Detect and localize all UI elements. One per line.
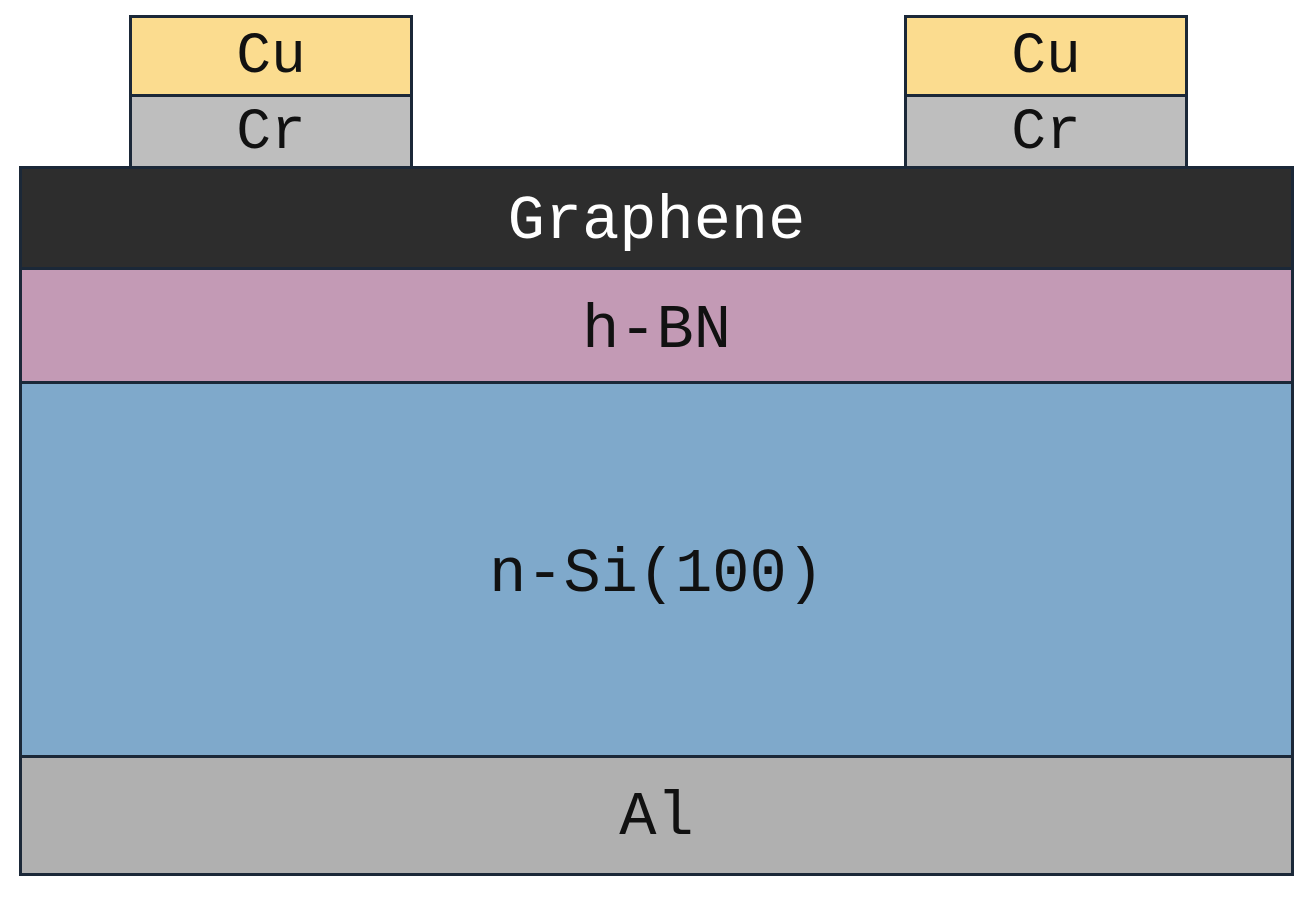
silicon-substrate-layer: n-Si(100) <box>19 381 1294 758</box>
right-cu-contact: Cu <box>904 15 1188 97</box>
left-cr-contact: Cr <box>129 94 413 170</box>
left-cu-contact: Cu <box>129 15 413 97</box>
graphene-layer: Graphene <box>19 166 1294 270</box>
aluminum-back-contact-layer: Al <box>19 755 1294 876</box>
right-cr-contact: Cr <box>904 94 1188 170</box>
hbn-layer: h-BN <box>19 267 1294 384</box>
